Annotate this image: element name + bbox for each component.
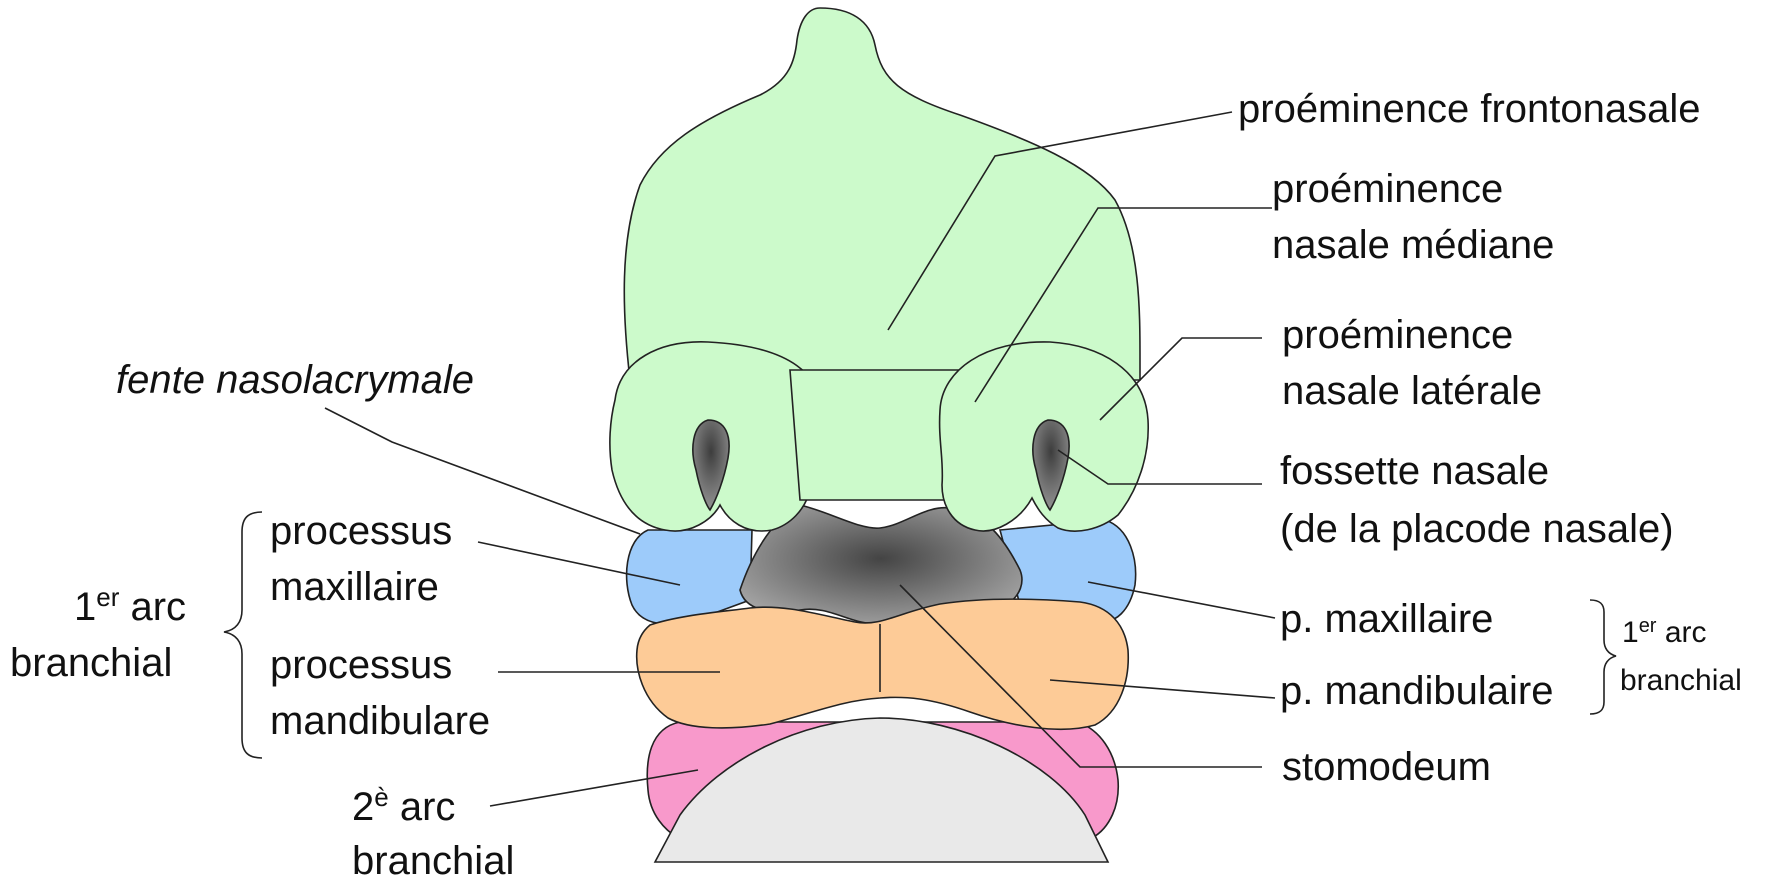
label-nasal-lateral-1: proéminence [1282, 313, 1513, 357]
left-arch-rest: arc [119, 585, 186, 629]
brace-left [224, 512, 262, 758]
brace-right [1590, 600, 1616, 714]
label-proc-max-1: processus [270, 509, 452, 553]
second-arch-rest: arc [389, 785, 456, 829]
fossette-italic: de la placode nasale [1293, 507, 1660, 551]
label-left-arch-2: branchial [10, 641, 172, 685]
label-left-arch-1: 1er arc [74, 582, 186, 629]
label-fente: fente nasolacrymale [116, 358, 474, 402]
label-fossette-2: (de la placode nasale) [1280, 507, 1674, 551]
label-nasal-median-1: proéminence [1272, 167, 1503, 211]
right-arch-sup: er [1639, 615, 1657, 637]
second-arch-sup: è [374, 782, 388, 812]
label-proc-max-2: maxillaire [270, 565, 439, 609]
label-frontonasal: proéminence frontonasale [1238, 87, 1701, 131]
label-nasal-lateral-2: nasale latérale [1282, 369, 1542, 413]
label-stomodeum: stomodeum [1282, 745, 1491, 789]
second-arch-num: 2 [352, 785, 374, 829]
label-fossette-1: fossette nasale [1280, 449, 1549, 493]
label-p-maxillaire: p. maxillaire [1280, 597, 1493, 641]
label-second-arch-2: branchial [352, 839, 514, 882]
label-p-mandibulaire: p. mandibulaire [1280, 669, 1554, 713]
label-right-arch-1: 1er arc [1622, 615, 1707, 649]
fossette-open: ( [1280, 507, 1294, 551]
right-arch-rest: arc [1656, 616, 1706, 649]
left-arch-sup: er [96, 582, 119, 612]
label-right-arch-2: branchial [1620, 664, 1742, 697]
label-nasal-median-2: nasale médiane [1272, 223, 1554, 267]
left-arch-num: 1 [74, 585, 96, 629]
label-proc-mand-1: processus [270, 643, 452, 687]
fossette-close: ) [1660, 507, 1673, 551]
frontonasal-prominence [624, 8, 1140, 380]
label-second-arch-1: 2è arc [352, 782, 455, 829]
label-proc-mand-2: mandibulare [270, 699, 490, 743]
right-arch-num: 1 [1622, 616, 1639, 649]
